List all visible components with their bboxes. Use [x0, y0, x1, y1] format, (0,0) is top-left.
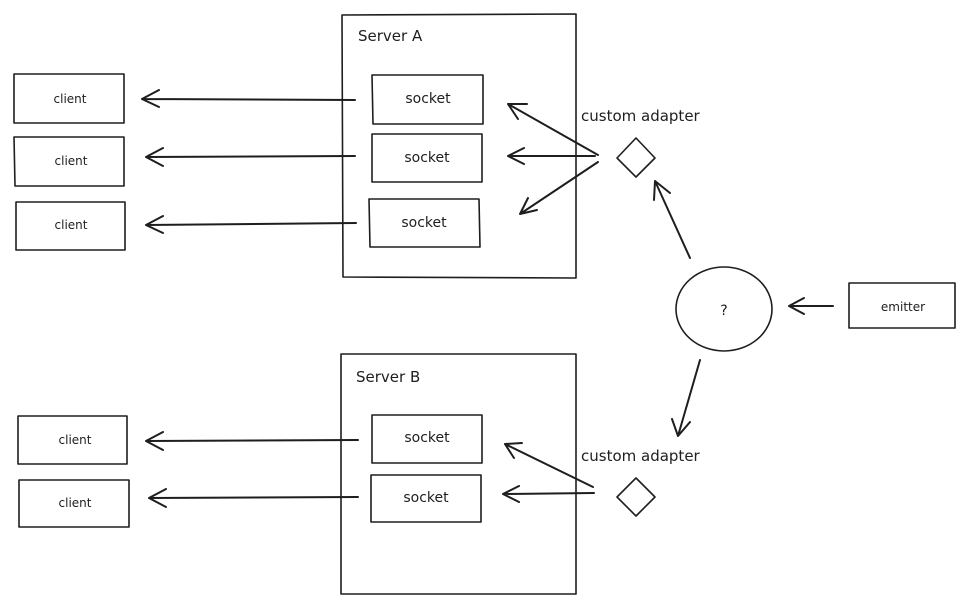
client-a-3: client	[15, 201, 126, 251]
arrow-hub-to-adapter-b	[671, 359, 701, 437]
arrow-adapter-socket	[507, 103, 599, 156]
client-label: client	[55, 218, 88, 232]
server-b-title: Server B	[356, 368, 420, 386]
client-label: client	[55, 154, 88, 168]
socket-to-client-arrows-b	[145, 431, 359, 508]
arrow-socket-client	[145, 215, 357, 234]
server-a-box	[341, 13, 577, 279]
hub-circle	[675, 266, 773, 352]
client-box	[17, 415, 128, 465]
arrow-socket-client	[145, 147, 356, 167]
socket-label: socket	[401, 215, 447, 231]
socket-label: socket	[404, 430, 450, 446]
arrow-socket-client	[145, 431, 359, 451]
emitter-label: emitter	[881, 300, 925, 314]
arrow-emitter-to-hub	[788, 297, 834, 315]
socket-box	[370, 474, 482, 523]
arrow-socket-client	[141, 89, 356, 108]
socket-label: socket	[405, 91, 451, 107]
custom-adapter-b-label: custom adapter	[581, 447, 701, 465]
adapter-to-socket-arrows-b	[502, 442, 595, 503]
client-label: client	[54, 92, 87, 106]
hub-label: ?	[720, 303, 727, 319]
socket-box	[371, 133, 483, 183]
arrow-adapter-socket	[504, 442, 594, 488]
adapter-a-diamond	[616, 137, 656, 178]
server-b-socket-1: socket	[371, 414, 483, 464]
arrow-adapter-socket	[507, 147, 596, 165]
server-b: Server B socket socket	[340, 353, 577, 595]
socket-label: socket	[403, 490, 449, 506]
server-a: Server A socket socket socket	[341, 13, 577, 279]
emitter-box	[848, 282, 956, 329]
client-box	[18, 479, 130, 528]
adapter-b-diamond	[616, 477, 656, 517]
socket-label: socket	[404, 150, 450, 166]
server-b-socket-2: socket	[370, 474, 482, 523]
client-a-2: client	[13, 136, 125, 187]
server-a-title: Server A	[358, 27, 423, 45]
socket-box	[371, 74, 484, 125]
emitter: emitter	[848, 282, 956, 329]
arrow-hub-to-adapter-a	[653, 180, 691, 259]
adapter-to-socket-arrows-a	[507, 103, 599, 215]
server-b-box	[340, 353, 577, 595]
custom-adapter-a: custom adapter	[581, 107, 701, 178]
client-box	[15, 201, 126, 251]
socket-box	[371, 414, 483, 464]
arrow-adapter-socket	[502, 485, 595, 503]
client-b-1: client	[17, 415, 128, 465]
server-a-socket-3: socket	[368, 198, 481, 248]
client-box	[13, 73, 125, 124]
hub: ?	[675, 266, 773, 352]
client-b-2: client	[18, 479, 130, 528]
client-box	[13, 136, 125, 187]
arrow-socket-client	[148, 488, 359, 508]
client-label: client	[59, 433, 92, 447]
socket-box	[368, 198, 481, 248]
custom-adapter-a-label: custom adapter	[581, 107, 701, 125]
server-a-socket-2: socket	[371, 133, 483, 183]
server-a-socket-1: socket	[371, 74, 484, 125]
client-a-1: client	[13, 73, 125, 124]
socket-to-client-arrows-a	[141, 89, 357, 234]
arrow-adapter-socket	[519, 161, 599, 215]
custom-adapter-b: custom adapter	[581, 447, 701, 517]
client-label: client	[59, 496, 92, 510]
